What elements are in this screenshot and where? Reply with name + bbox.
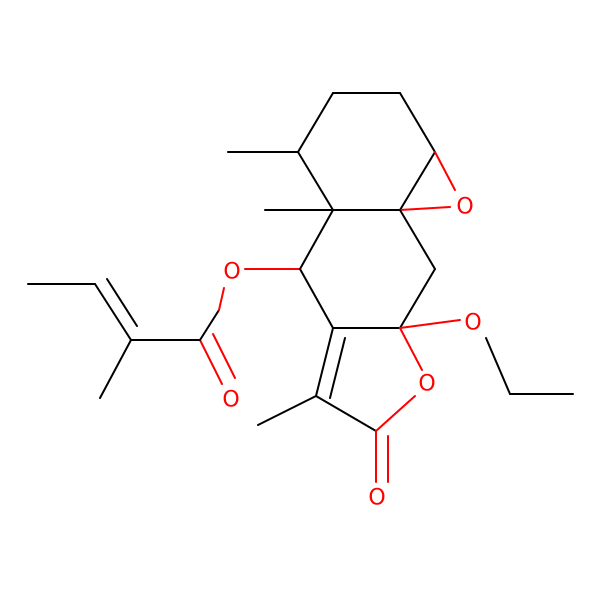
bond-carbonyl-o-a: [199, 339, 223, 385]
o-carbonyl-ester-label-bg: [220, 388, 242, 412]
bond-c3-methyl: [257, 395, 317, 426]
bond-carbonyl-o-b: [212, 333, 236, 379]
bond-c4a-c5: [297, 151, 334, 211]
bond-c3-c2: [315, 395, 377, 432]
o-ethoxy-label-bg: [462, 311, 484, 335]
bond-c7-c8: [399, 92, 436, 153]
bond-c2-olactone: [375, 395, 416, 432]
bond-c3a-c3-b: [329, 337, 346, 399]
o-lactone-carbonyl-label: O: [368, 486, 385, 511]
bond-c3a-c4: [299, 268, 334, 329]
bond-c5-c6: [297, 92, 334, 153]
bond-c8a-c9: [399, 209, 436, 270]
bond-carbonyl-oester-k: [199, 309, 220, 341]
o-lactone-carbonyl-label-bg: [366, 486, 388, 510]
bond-c9-c9a: [399, 268, 436, 329]
bond-ch-c-double-a: [94, 283, 132, 341]
o-lactone-ring-label: O: [418, 372, 435, 397]
bond-c8-c8a: [399, 151, 436, 211]
o-epoxide-label: O: [456, 195, 473, 220]
o-ester-label: O: [223, 260, 240, 285]
bond-c9a-olactone: [399, 327, 423, 371]
bond-c3a-c3-a: [315, 327, 334, 397]
bond-oethoxy-ch2: [485, 337, 511, 395]
o-epoxide-label-bg: [454, 195, 476, 219]
o-ester-label-bg: [221, 260, 243, 284]
bond-carbonyl-oester-r: [218, 287, 225, 311]
bond-c9a-oethoxy: [399, 319, 461, 329]
bond-c8a-oepox: [399, 206, 451, 211]
bond-ch-c-double-b: [106, 278, 138, 327]
o-lactone-ring-label-bg: [416, 372, 438, 396]
o-ethoxy-label: O: [464, 311, 481, 336]
bond-c-methyl: [99, 339, 132, 399]
bond-c4-c4a: [299, 209, 334, 270]
o-carbonyl-ester-label: O: [222, 388, 239, 413]
bond-c8-oepox: [434, 151, 456, 191]
